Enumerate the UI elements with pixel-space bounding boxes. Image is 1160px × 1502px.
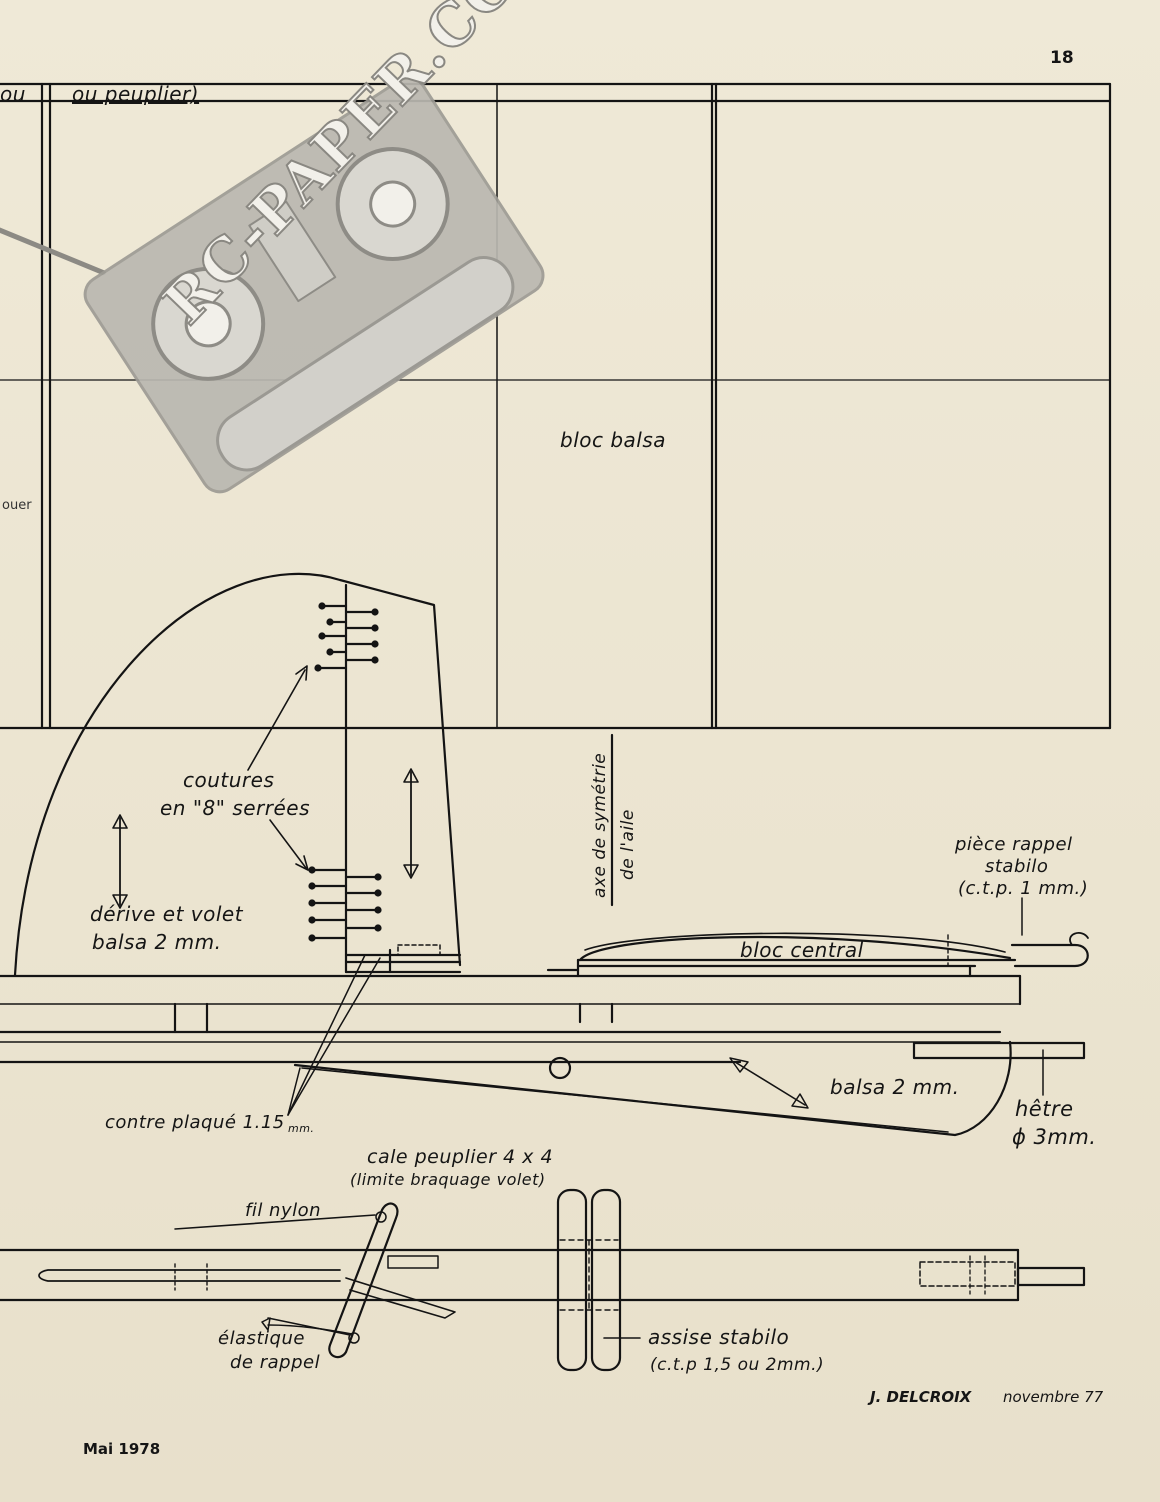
derive-label-2: balsa 2 mm. xyxy=(92,930,222,954)
fuselage-top-view xyxy=(0,1188,1086,1372)
bloc-balsa-label: bloc balsa xyxy=(560,428,667,452)
cale-label-2: (limite braquage volet) xyxy=(350,1170,546,1189)
fuselage-side-view xyxy=(0,897,1089,1137)
hetre-label-1: hêtre xyxy=(1015,1097,1074,1121)
bloc-central-label: bloc central xyxy=(740,938,864,962)
elastique-label-1: élastique xyxy=(218,1328,305,1349)
hetre-label-2: ϕ 3mm. xyxy=(1012,1125,1097,1149)
coutures-label-2: en "8" serrées xyxy=(160,796,311,820)
signature-date: novembre 77 xyxy=(1003,1388,1104,1406)
axe-label-2: de l'aile xyxy=(618,809,638,880)
balsa-2mm-label: balsa 2 mm. xyxy=(830,1075,960,1099)
coutures-label-1: coutures xyxy=(183,768,275,792)
issue-date: Mai 1978 xyxy=(83,1440,161,1458)
piece-rappel-label-3: (c.t.p. 1 mm.) xyxy=(958,878,1089,899)
header-cell-mid: ou peuplier) xyxy=(72,82,200,106)
cale-label-1: cale peuplier 4 x 4 xyxy=(367,1146,554,1168)
contre-plaque-unit: mm. xyxy=(288,1122,315,1135)
piece-rappel-label-1: pièce rappel xyxy=(955,834,1073,855)
signature-name: J. DELCROIX xyxy=(870,1388,972,1406)
axe-label-1: axe de symétrie xyxy=(590,752,610,898)
derive-label-1: dérive et volet xyxy=(90,902,244,926)
rc-paper-watermark xyxy=(0,76,545,494)
assise-label-2: (c.t.p 1,5 ou 2mm.) xyxy=(650,1355,825,1375)
rudder-drawing xyxy=(13,572,462,977)
header-cell-left: ou xyxy=(0,82,26,106)
piece-rappel-label-2: stabilo xyxy=(985,856,1049,877)
fil-nylon-label: fil nylon xyxy=(245,1200,322,1221)
margin-fragment: ouer xyxy=(2,498,32,513)
elastique-label-2: de rappel xyxy=(230,1352,321,1373)
assise-label-1: assise stabilo xyxy=(648,1325,790,1349)
contre-plaque-label: contre plaqué 1.15 xyxy=(105,1112,285,1133)
page-number: 18 xyxy=(1050,48,1074,68)
